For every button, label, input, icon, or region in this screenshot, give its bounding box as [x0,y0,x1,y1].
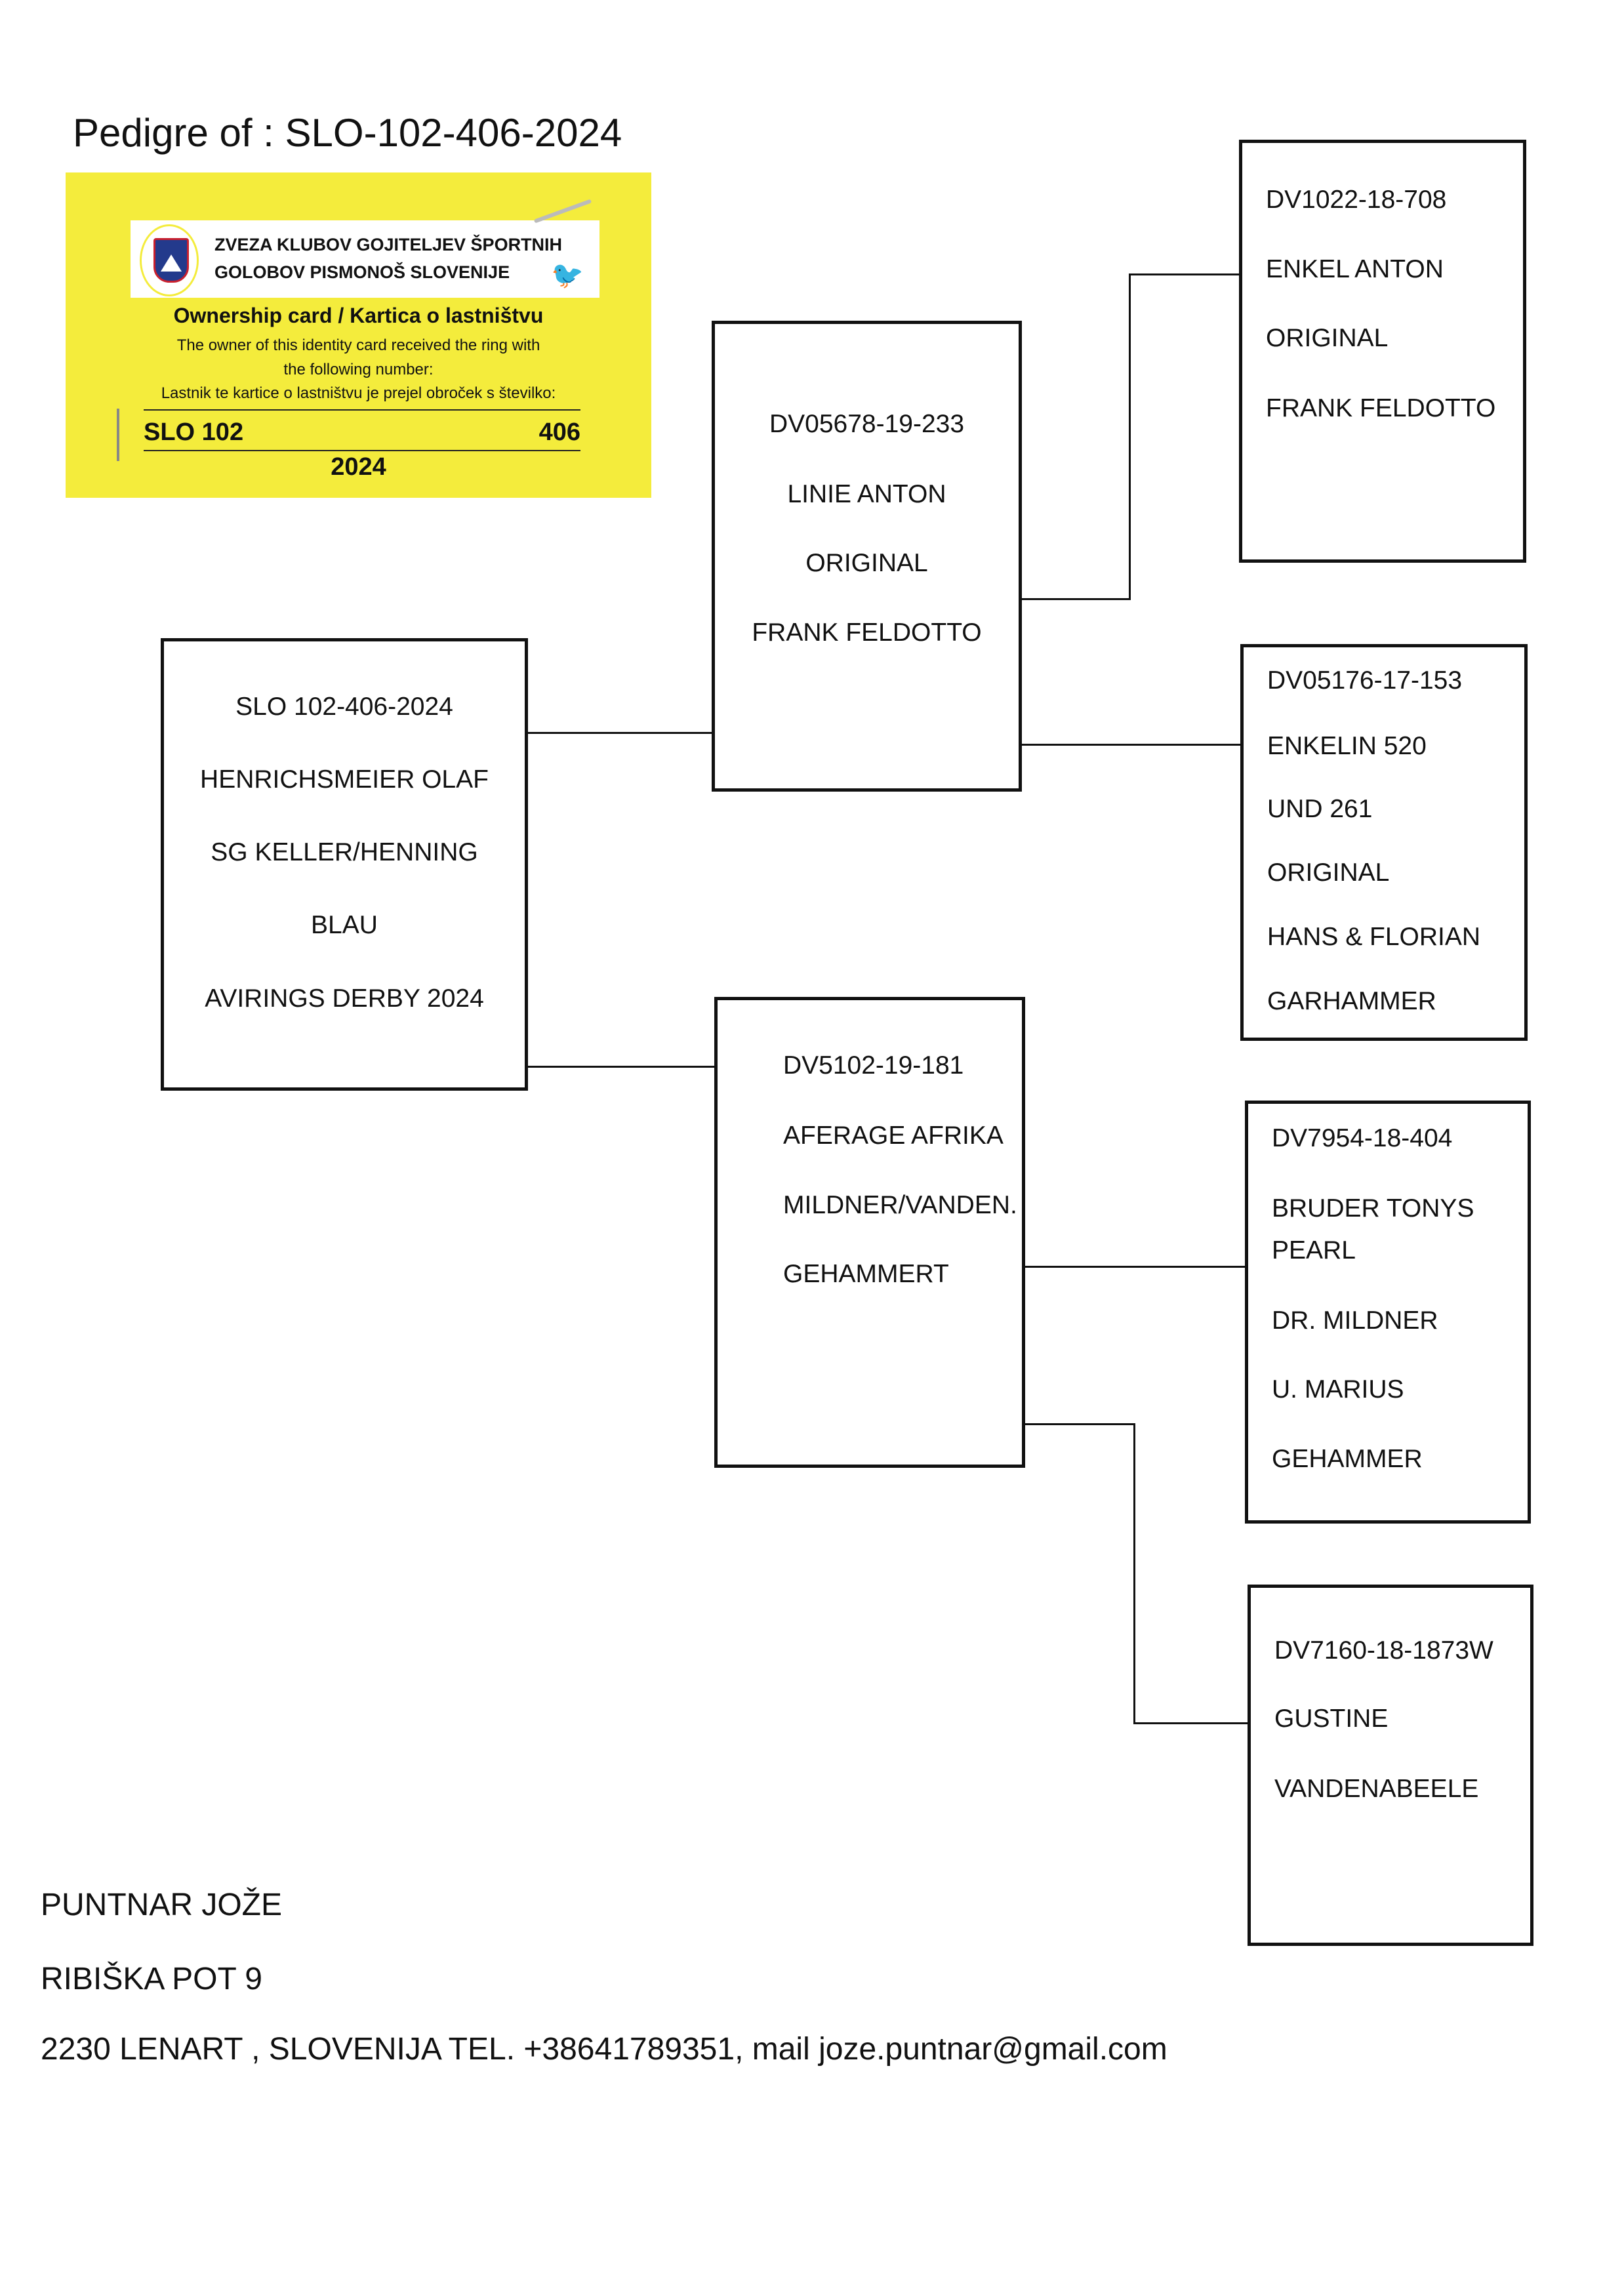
ring-prefix: SLO 102 [144,418,244,446]
page-title: Pedigre of : SLO-102-406-2024 [73,111,622,155]
connector-dam-dd [1133,1722,1249,1724]
pedigree-line: VANDENABEELE [1274,1775,1479,1803]
pedigree-line: GEHAMMER [1272,1445,1423,1473]
card-heading: Ownership card / Kartica o lastništvu [173,304,544,327]
pedigree-line: DV5102-19-181 [783,1051,964,1080]
connector-dam-ds [1025,1266,1246,1268]
connector-sire-ss [1022,598,1130,600]
pedigree-line: PEARL [1272,1236,1356,1264]
pedigree-line: LINIE ANTON [787,480,946,508]
connector-sire-sd [1022,744,1242,746]
owner-name: PUNTNAR JOŽE [41,1888,283,1922]
owner-street: RIBIŠKA POT 9 [41,1962,262,1996]
connector-dam-dd [1133,1423,1135,1724]
divider [144,450,580,451]
pedigree-line: AVIRINGS DERBY 2024 [205,984,484,1013]
pedigree-line: HANS & FLORIAN [1267,923,1481,951]
pedigree-line: U. MARIUS [1272,1375,1404,1404]
connector-dam-dd [1025,1423,1135,1425]
pedigree-line: DR. MILDNER [1272,1306,1438,1335]
fci-logo-icon: 🐦 [551,261,584,290]
pedigree-line: SLO 102-406-2024 [235,693,453,721]
card-text-line3: Lastnik te kartice o lastništvu je preje… [161,384,556,402]
pedigree-line: AFERAGE AFRIKA [783,1122,1004,1150]
pin-icon [533,199,592,224]
org-name-line1: ZVEZA KLUBOV GOJITELJEV ŠPORTNIH [214,235,563,254]
pedigree-line: SG KELLER/HENNING [211,838,478,866]
pedigree-line: GEHAMMERT [783,1260,949,1288]
ownership-card: ZVEZA KLUBOV GOJITELJEV ŠPORTNIH GOLOBOV… [66,172,651,498]
pedigree-line: ORIGINAL [1266,324,1389,352]
pedigree-line: FRANK FELDOTTO [752,618,982,647]
pedigree-line: DV7160-18-1873W [1274,1636,1493,1665]
pedigree-line: FRANK FELDOTTO [1266,394,1496,422]
divider [144,409,580,411]
pedigree-line: ENKELIN 520 [1267,732,1427,760]
pedigree-line: UND 261 [1267,795,1373,823]
pedigree-line: HENRICHSMEIER OLAF [200,765,489,794]
pedigree-line: ORIGINAL [1267,859,1390,887]
staple-icon [117,409,119,461]
pedigree-line: GUSTINE [1274,1705,1389,1733]
connector-subject-sire [528,732,714,734]
pedigree-line: DV05678-19-233 [769,410,965,438]
connector-sire-ss [1129,273,1131,600]
pedigree-line: BLAU [311,911,378,939]
dam-dam-box: DV7160-18-1873W GUSTINE VANDENABEELE [1248,1585,1533,1946]
card-text-line1: The owner of this identity card received… [176,336,540,354]
connector-sire-ss [1129,273,1240,275]
owner-contact: 2230 LENART , SLOVENIJA TEL. +3864178935… [41,2032,1167,2067]
pedigree-line: BRUDER TONYS [1272,1194,1474,1223]
ring-year: 2024 [331,453,386,481]
pedigree-line: DV05176-17-153 [1267,666,1463,695]
card-text-line2: the following number: [283,361,434,378]
pedigree-line: ENKEL ANTON [1266,255,1444,283]
pedigree-line: MILDNER/VANDEN. [783,1191,1017,1219]
slovenia-crest-icon [140,224,199,296]
pedigree-line: GARHAMMER [1267,987,1436,1015]
pedigree-line: DV7954-18-404 [1272,1124,1453,1152]
org-name-line2: GOLOBOV PISMONOŠ SLOVENIJE [214,262,510,282]
pedigree-line: DV1022-18-708 [1266,186,1447,214]
federation-banner: ZVEZA KLUBOV GOJITELJEV ŠPORTNIH GOLOBOV… [131,220,599,298]
pedigree-line: ORIGINAL [805,549,928,577]
ring-number: 406 [538,418,580,446]
connector-subject-dam [528,1066,714,1068]
